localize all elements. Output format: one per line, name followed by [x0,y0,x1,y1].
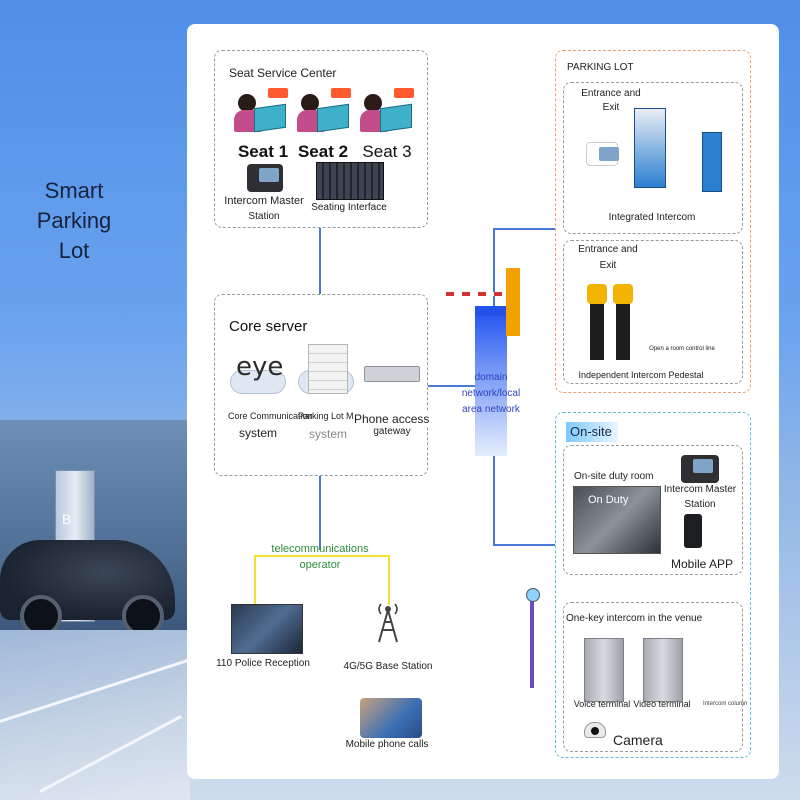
parking-management-label: Parking Lot Management [298,411,399,421]
room-control-label: Open a room control line [649,346,715,352]
telecom-line [388,555,390,605]
intercom-master-station-icon [247,164,283,192]
title-line: Lot [58,238,90,263]
seat-label: Seat 1 [237,142,289,161]
pedestal-icon [613,284,633,360]
onsite-master-label: Intercom Master [663,484,737,495]
entrance-label: Exit [602,102,620,113]
control-panel-icon [586,142,619,166]
parking-management-system-label: system [308,427,348,441]
intercom-column-head [526,588,540,602]
core-server-title: Core server [229,318,308,335]
camera-icon [584,722,606,738]
network-label-line: domain [474,372,508,383]
pedestal-label: Independent Intercom Pedestal [578,370,704,380]
network-bar [475,306,507,456]
seat-label: Seat 3 [362,142,412,161]
onsite-master-label: Station [684,499,716,510]
police-reception-photo [231,604,303,654]
pedestal-icon [587,284,607,360]
agent-illustration [358,88,416,140]
network-label-line: network/local [461,388,521,399]
telecom-line [254,555,256,607]
barrier-gate-arm [446,292,508,296]
seat-label: Seat 2 [297,142,349,161]
server-icon [308,344,348,394]
police-reception-label: 110 Police Reception [216,658,310,669]
voice-terminal-icon [584,638,624,702]
camera-label: Camera [613,732,663,748]
seating-interface-label: Seating Interface [311,202,387,213]
intercom-post-icon [702,132,722,192]
voice-terminal-label: Voice terminal [573,699,631,709]
seating-interface-icon [316,162,384,200]
base-station-icon [378,603,398,643]
network-label-line: area network [462,404,520,415]
master-station-label: Station [248,211,280,222]
title-line: Parking [36,208,112,233]
mobile-caller-photo [360,698,422,738]
gateway-icon [364,366,420,382]
master-station-label: Intercom Master [224,195,304,207]
cloud-icon [230,370,286,394]
telecom-label-line: operator [299,559,341,571]
title-line: Smart [44,178,104,203]
integrated-intercom-label: Integrated Intercom [608,212,696,223]
entrance-label: Entrance and [581,88,641,99]
core-communication-label: Core Communication [228,411,313,421]
mobile-app-label: Mobile APP [670,557,734,571]
on-duty-sign: On Duty [588,494,629,506]
entrance-label: Entrance and [578,244,638,255]
duty-room-label: On-site duty room [574,471,654,482]
entrance-label: Exit [599,260,617,271]
mobile-phone-icon [684,514,702,548]
seat-center-title: Seat Service Center [229,66,337,80]
phone-access-label: Phone access [354,412,430,426]
barrier-gate-icon [506,268,520,336]
agent-illustration [232,88,290,140]
duty-room-photo [573,486,661,554]
network-label: domain network/local area network [462,370,520,418]
parking-lot-title: PARKING LOT [567,62,634,73]
telecom-line [254,555,390,557]
core-communication-system-label: system [238,426,278,440]
integrated-kiosk-icon [634,108,666,188]
phone-gateway-label: gateway [373,426,411,437]
telecom-label: telecommunications operator [271,541,368,573]
intercom-master-station-icon [681,455,719,483]
venue-intercom-label: One-key intercom in the venue [566,613,703,624]
video-terminal-icon [643,638,683,702]
connector-line [319,476,321,550]
intercom-column-icon [530,596,534,688]
base-station-label: 4G/5G Base Station [343,661,433,672]
onsite-title: On-site [570,424,612,439]
telecom-label-line: telecommunications [271,543,369,555]
page-title: Smart Parking Lot [22,176,126,266]
intercom-column-label: Intercom column [703,701,748,707]
agent-illustration [295,88,353,140]
mobile-calls-label: Mobile phone calls [345,739,429,750]
eye-logo: eye [236,352,284,382]
connector-line [319,228,321,294]
connector-line [427,385,477,387]
onsite-tag: On-site [566,422,618,442]
connector-line [493,228,555,230]
garage-floor [0,630,190,800]
video-terminal-label: Video terminal [633,699,691,709]
connector-line [493,544,555,546]
